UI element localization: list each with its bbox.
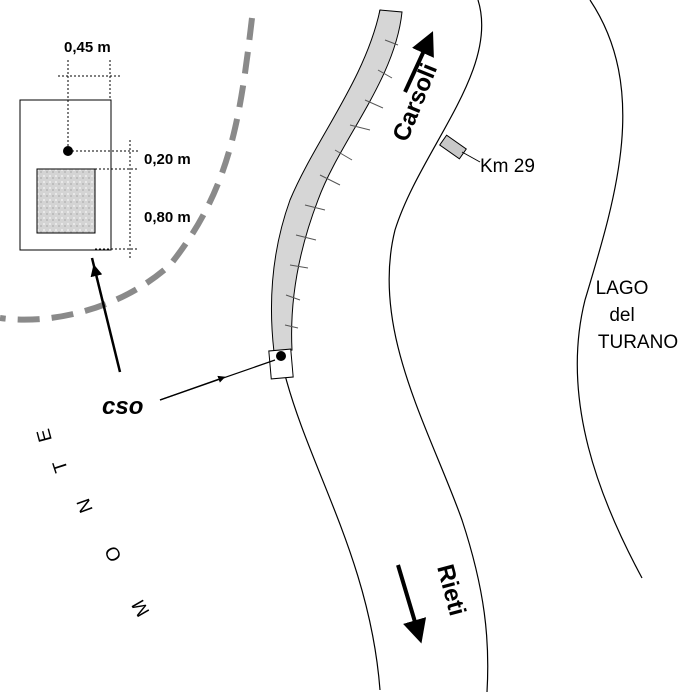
lake-label-line1: LAGO <box>596 278 649 299</box>
north-arrow <box>403 31 434 93</box>
site-point <box>276 351 286 361</box>
site-label: cso <box>102 393 143 420</box>
carsoli-label: Carsoli <box>388 60 444 146</box>
dashed-boundary <box>0 17 255 323</box>
south-arrow <box>396 564 427 644</box>
mountain-letter: N <box>73 495 97 515</box>
mountain-letter: O <box>101 542 126 564</box>
lake-label-line2: del <box>609 305 634 326</box>
width-dimension-label: 0,45 m <box>64 39 111 56</box>
wall-end-box <box>268 348 294 380</box>
road-right-edge <box>388 0 489 693</box>
lake-label-line3: TURANO <box>598 332 678 353</box>
mountain-letter: M <box>128 596 154 620</box>
stone-wall <box>270 9 403 353</box>
lake-shore <box>576 0 643 579</box>
stone-joints <box>284 39 399 329</box>
milestone-label: Km 29 <box>480 156 535 177</box>
mountain-letter: T <box>49 457 73 475</box>
mountain-letter: E <box>33 426 57 444</box>
rieti-label: Rieti <box>431 562 471 619</box>
dimension-lines <box>58 60 138 260</box>
gap-dimension-label: 0,20 m <box>144 151 191 168</box>
height-dimension-label: 0,80 m <box>144 209 191 226</box>
milestone-marker <box>439 134 467 160</box>
detail-stone <box>36 168 96 234</box>
